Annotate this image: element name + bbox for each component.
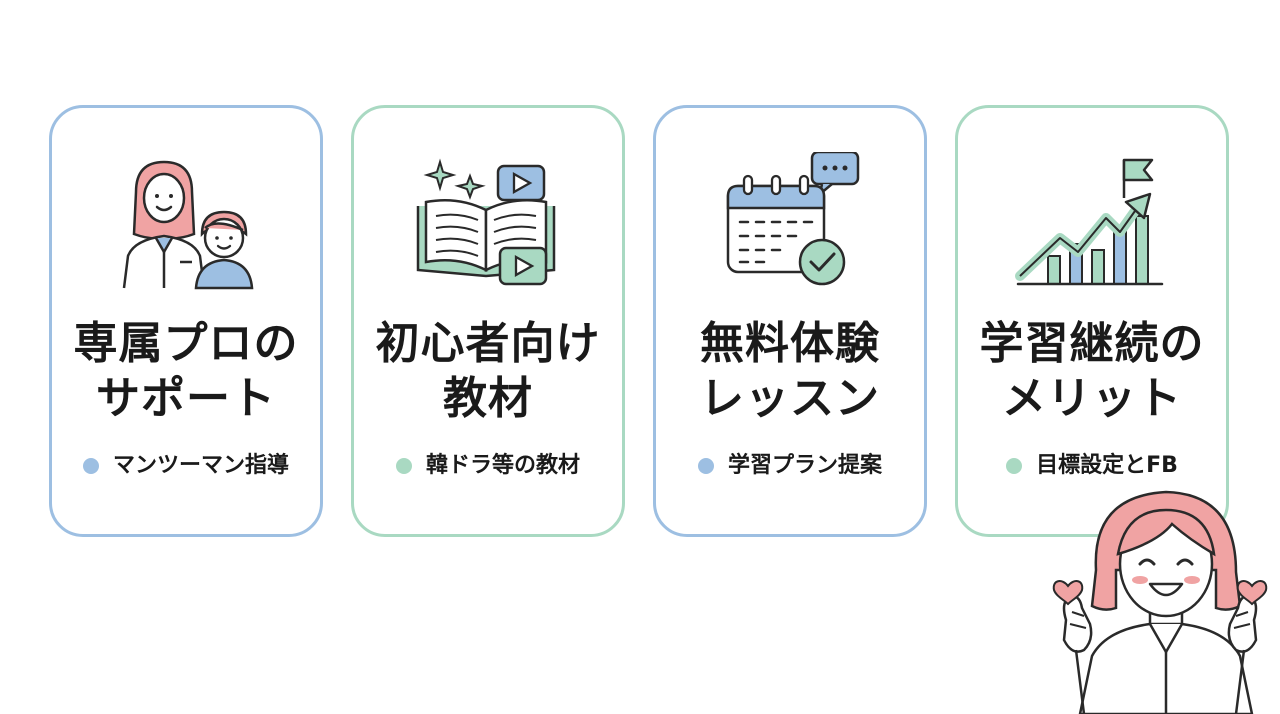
tutor-with-child-icon bbox=[52, 152, 320, 292]
bullet-dot-icon bbox=[1006, 458, 1023, 474]
card-note: 韓ドラ等の教材 bbox=[354, 451, 622, 481]
card-title: 学習継続の メリット bbox=[979, 318, 1205, 424]
card-title: 専属プロの サポート bbox=[73, 318, 299, 424]
card-learning-benefits: 学習継続の メリット 目標設定とFB bbox=[955, 105, 1229, 537]
card-free-trial: 無料体験 レッスン 学習プラン提案 bbox=[653, 105, 927, 537]
bullet-dot-icon bbox=[697, 458, 714, 474]
card-title: 無料体験 レッスン bbox=[700, 318, 880, 424]
card-note: 目標設定とFB bbox=[958, 451, 1226, 481]
growth-chart-flag-icon bbox=[958, 152, 1226, 292]
bullet-dot-icon bbox=[395, 458, 412, 474]
card-note: 学習プラン提案 bbox=[656, 451, 924, 481]
bullet-dot-icon bbox=[82, 458, 99, 474]
card-title: 初心者向け 教材 bbox=[375, 318, 601, 424]
card-note: マンツーマン指導 bbox=[52, 451, 320, 481]
open-book-with-videos-icon bbox=[354, 152, 622, 292]
card-beginner-materials: 初心者向け 教材 韓ドラ等の教材 bbox=[351, 105, 625, 537]
card-tutor-support: 専属プロの サポート マンツーマン指導 bbox=[49, 105, 323, 537]
calendar-check-icon bbox=[656, 152, 924, 292]
smiling-woman-finger-hearts-icon bbox=[1040, 480, 1280, 714]
